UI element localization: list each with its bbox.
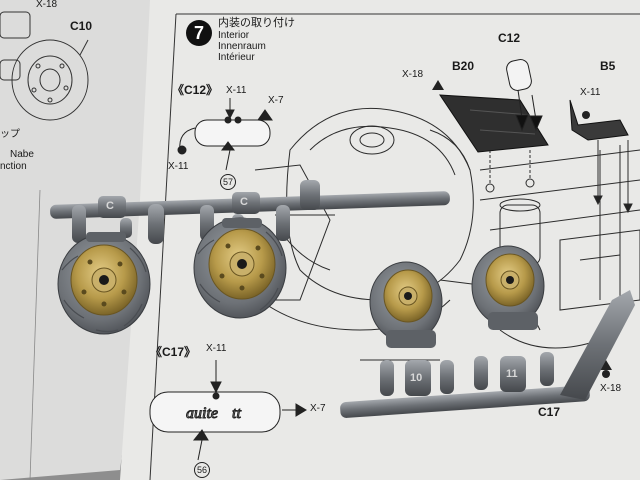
label-c12-heading: 《C12》 bbox=[172, 83, 219, 97]
label-b5: B5 bbox=[600, 59, 616, 73]
label-right-x18a: X-18 bbox=[402, 69, 424, 80]
label-c10: C10 bbox=[70, 19, 93, 33]
label-c17-heading: 《C17》 bbox=[150, 345, 197, 359]
label-c17-x7: X-7 bbox=[310, 403, 326, 414]
label-c12-right: C12 bbox=[498, 31, 521, 45]
brake-disc-left-1 bbox=[57, 232, 151, 335]
label-c12-ref: 57 bbox=[220, 174, 236, 190]
label-right-x11: X-11 bbox=[580, 87, 601, 98]
label-c12-x11: X-11 bbox=[226, 85, 247, 96]
label-left-x18: X-18 bbox=[36, 0, 58, 10]
label-c12-x11b: X-11 bbox=[168, 161, 189, 172]
step-title-fr: Intérieur bbox=[218, 52, 255, 63]
label-nction: nction bbox=[0, 161, 27, 172]
svg-text:auite: auite bbox=[186, 405, 218, 422]
sprue-tag-right-a: 10 bbox=[410, 372, 423, 384]
brake-disc-left-2 bbox=[193, 217, 287, 319]
label-c17-x11: X-11 bbox=[206, 343, 227, 354]
brake-disc-right-2 bbox=[471, 245, 545, 330]
brake-disc-right-1 bbox=[369, 261, 443, 348]
label-nabe: Nabe bbox=[10, 149, 34, 160]
step-title-de: Innenraum bbox=[218, 41, 266, 52]
label-b20: B20 bbox=[452, 59, 475, 73]
step-title-en: Interior bbox=[218, 30, 250, 41]
step-number-badge: 7 bbox=[186, 20, 212, 46]
svg-text:tt: tt bbox=[232, 405, 241, 422]
label-c17-ref: 56 bbox=[194, 462, 210, 478]
right-sprue bbox=[340, 290, 635, 418]
label-right-x18b: X-18 bbox=[600, 383, 622, 394]
step-title-jp: 内装の取り付け bbox=[218, 17, 295, 29]
sprue-tag-left-b: C bbox=[240, 196, 248, 208]
label-left-jp: ップ bbox=[0, 129, 20, 140]
label-c17-right: C17 bbox=[538, 405, 561, 419]
label-c12-x7: X-7 bbox=[268, 95, 284, 106]
sprue-tag-left-a: C bbox=[106, 200, 114, 212]
sprue-tag-right-b: 11 bbox=[506, 368, 518, 380]
